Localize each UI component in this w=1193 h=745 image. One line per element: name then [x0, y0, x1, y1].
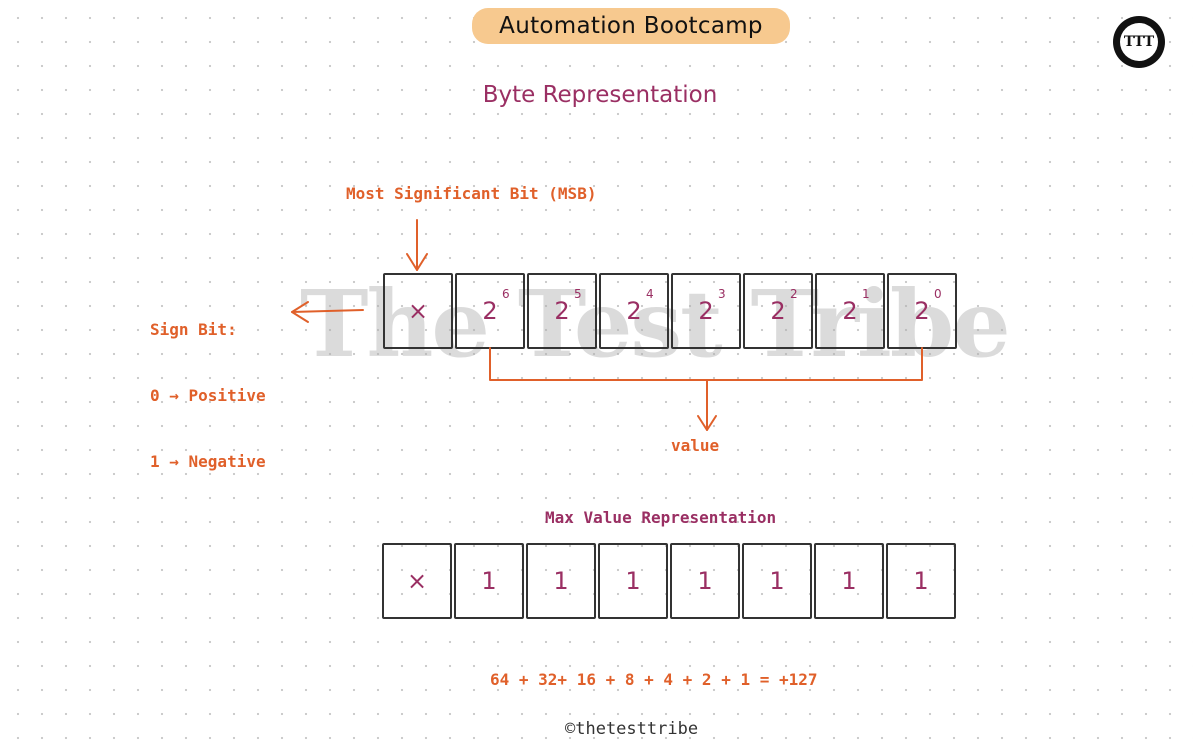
- bit-exponent: 0: [934, 287, 942, 301]
- max-bit-value: 1: [913, 567, 929, 595]
- sign-arrowhead: [291, 301, 309, 323]
- max-bit-value: 1: [841, 567, 857, 595]
- bit-base: 2: [914, 297, 930, 325]
- bit-exponent: 2: [790, 287, 798, 301]
- header-title: Automation Bootcamp: [472, 8, 790, 44]
- value-bracket: [489, 347, 923, 381]
- max-bit-value: 1: [553, 567, 569, 595]
- bit-exponent: 4: [646, 287, 654, 301]
- sign-arrow: [291, 309, 364, 313]
- sum-equation: 64 + 32+ 16 + 8 + 4 + 2 + 1 = +127: [490, 670, 818, 689]
- value-label: value: [671, 436, 720, 455]
- bit-exponent: 1: [862, 287, 870, 301]
- sign-bit-heading: Sign Bit:: [150, 320, 237, 339]
- bit-base: 2: [626, 297, 642, 325]
- max-bit-box: 1: [454, 543, 524, 619]
- max-bit-box: 1: [526, 543, 596, 619]
- max-value-title: Max Value Representation: [545, 508, 777, 527]
- bit-exponent: 6: [502, 287, 510, 301]
- msb-label: Most Significant Bit (MSB): [346, 184, 597, 203]
- max-bit-value: 1: [625, 567, 641, 595]
- bit-box-sign: ×: [383, 273, 453, 349]
- bit-base: 2: [770, 297, 786, 325]
- max-bit-box: 1: [670, 543, 740, 619]
- max-bit-value: 1: [769, 567, 785, 595]
- bit-base: 2: [554, 297, 570, 325]
- footer-credit: ©thetesttribe: [565, 719, 699, 739]
- max-bit-value: 1: [481, 567, 497, 595]
- max-bit-box: 1: [742, 543, 812, 619]
- max-bit-value: 1: [697, 567, 713, 595]
- max-bit-value: ×: [406, 567, 428, 595]
- sign-bit-positive: 0 → Positive: [150, 386, 266, 405]
- the-test-tribe-logo: TTT: [1113, 16, 1165, 68]
- max-bit-box: 1: [598, 543, 668, 619]
- sign-bit-label: Sign Bit: 0 → Positive 1 → Negative: [150, 275, 266, 495]
- bit-base: 2: [842, 297, 858, 325]
- logo-mark: TTT: [1120, 23, 1158, 61]
- bit-sign-symbol: ×: [407, 297, 429, 325]
- diagram-title: Byte Representation: [482, 82, 718, 108]
- value-arrowhead: [697, 415, 717, 431]
- bit-base: 2: [698, 297, 714, 325]
- max-bit-box: 1: [886, 543, 956, 619]
- bit-exponent: 5: [574, 287, 582, 301]
- max-bit-box-sign: ×: [382, 543, 452, 619]
- msb-arrowhead: [406, 253, 428, 271]
- bit-base: 2: [482, 297, 498, 325]
- max-bit-box: 1: [814, 543, 884, 619]
- bit-exponent: 3: [718, 287, 726, 301]
- sign-bit-negative: 1 → Negative: [150, 452, 266, 471]
